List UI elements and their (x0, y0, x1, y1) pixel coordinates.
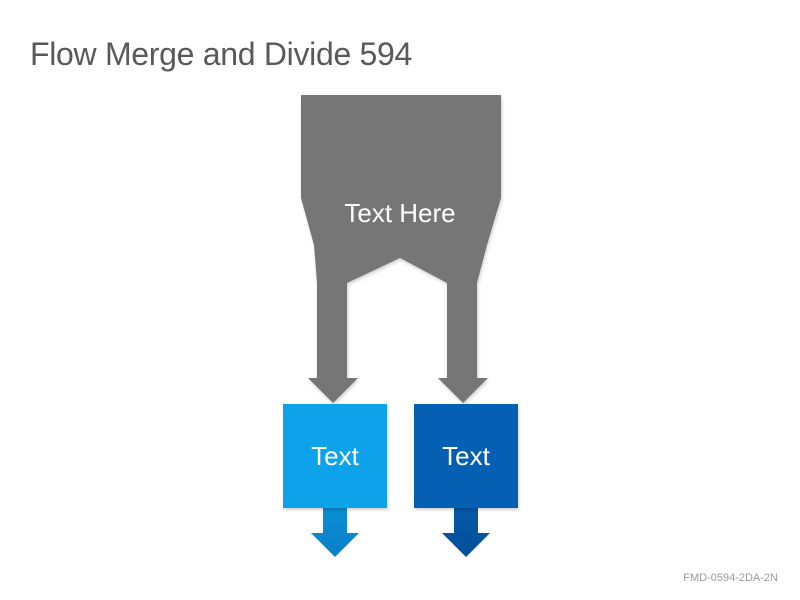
slide-title: Flow Merge and Divide 594 (30, 36, 413, 72)
slide-code: FMD-0594-2DA-2N (683, 572, 778, 584)
main-shape-label: Text Here (344, 198, 456, 228)
merge-divide-shape (301, 95, 501, 403)
right-output-arrow (442, 508, 490, 557)
left-output-arrow (311, 508, 359, 557)
left-output-box: Text (283, 404, 387, 508)
right-output-box-label: Text (442, 440, 490, 471)
right-output-box: Text (414, 404, 518, 508)
left-output-box-label: Text (311, 440, 359, 471)
